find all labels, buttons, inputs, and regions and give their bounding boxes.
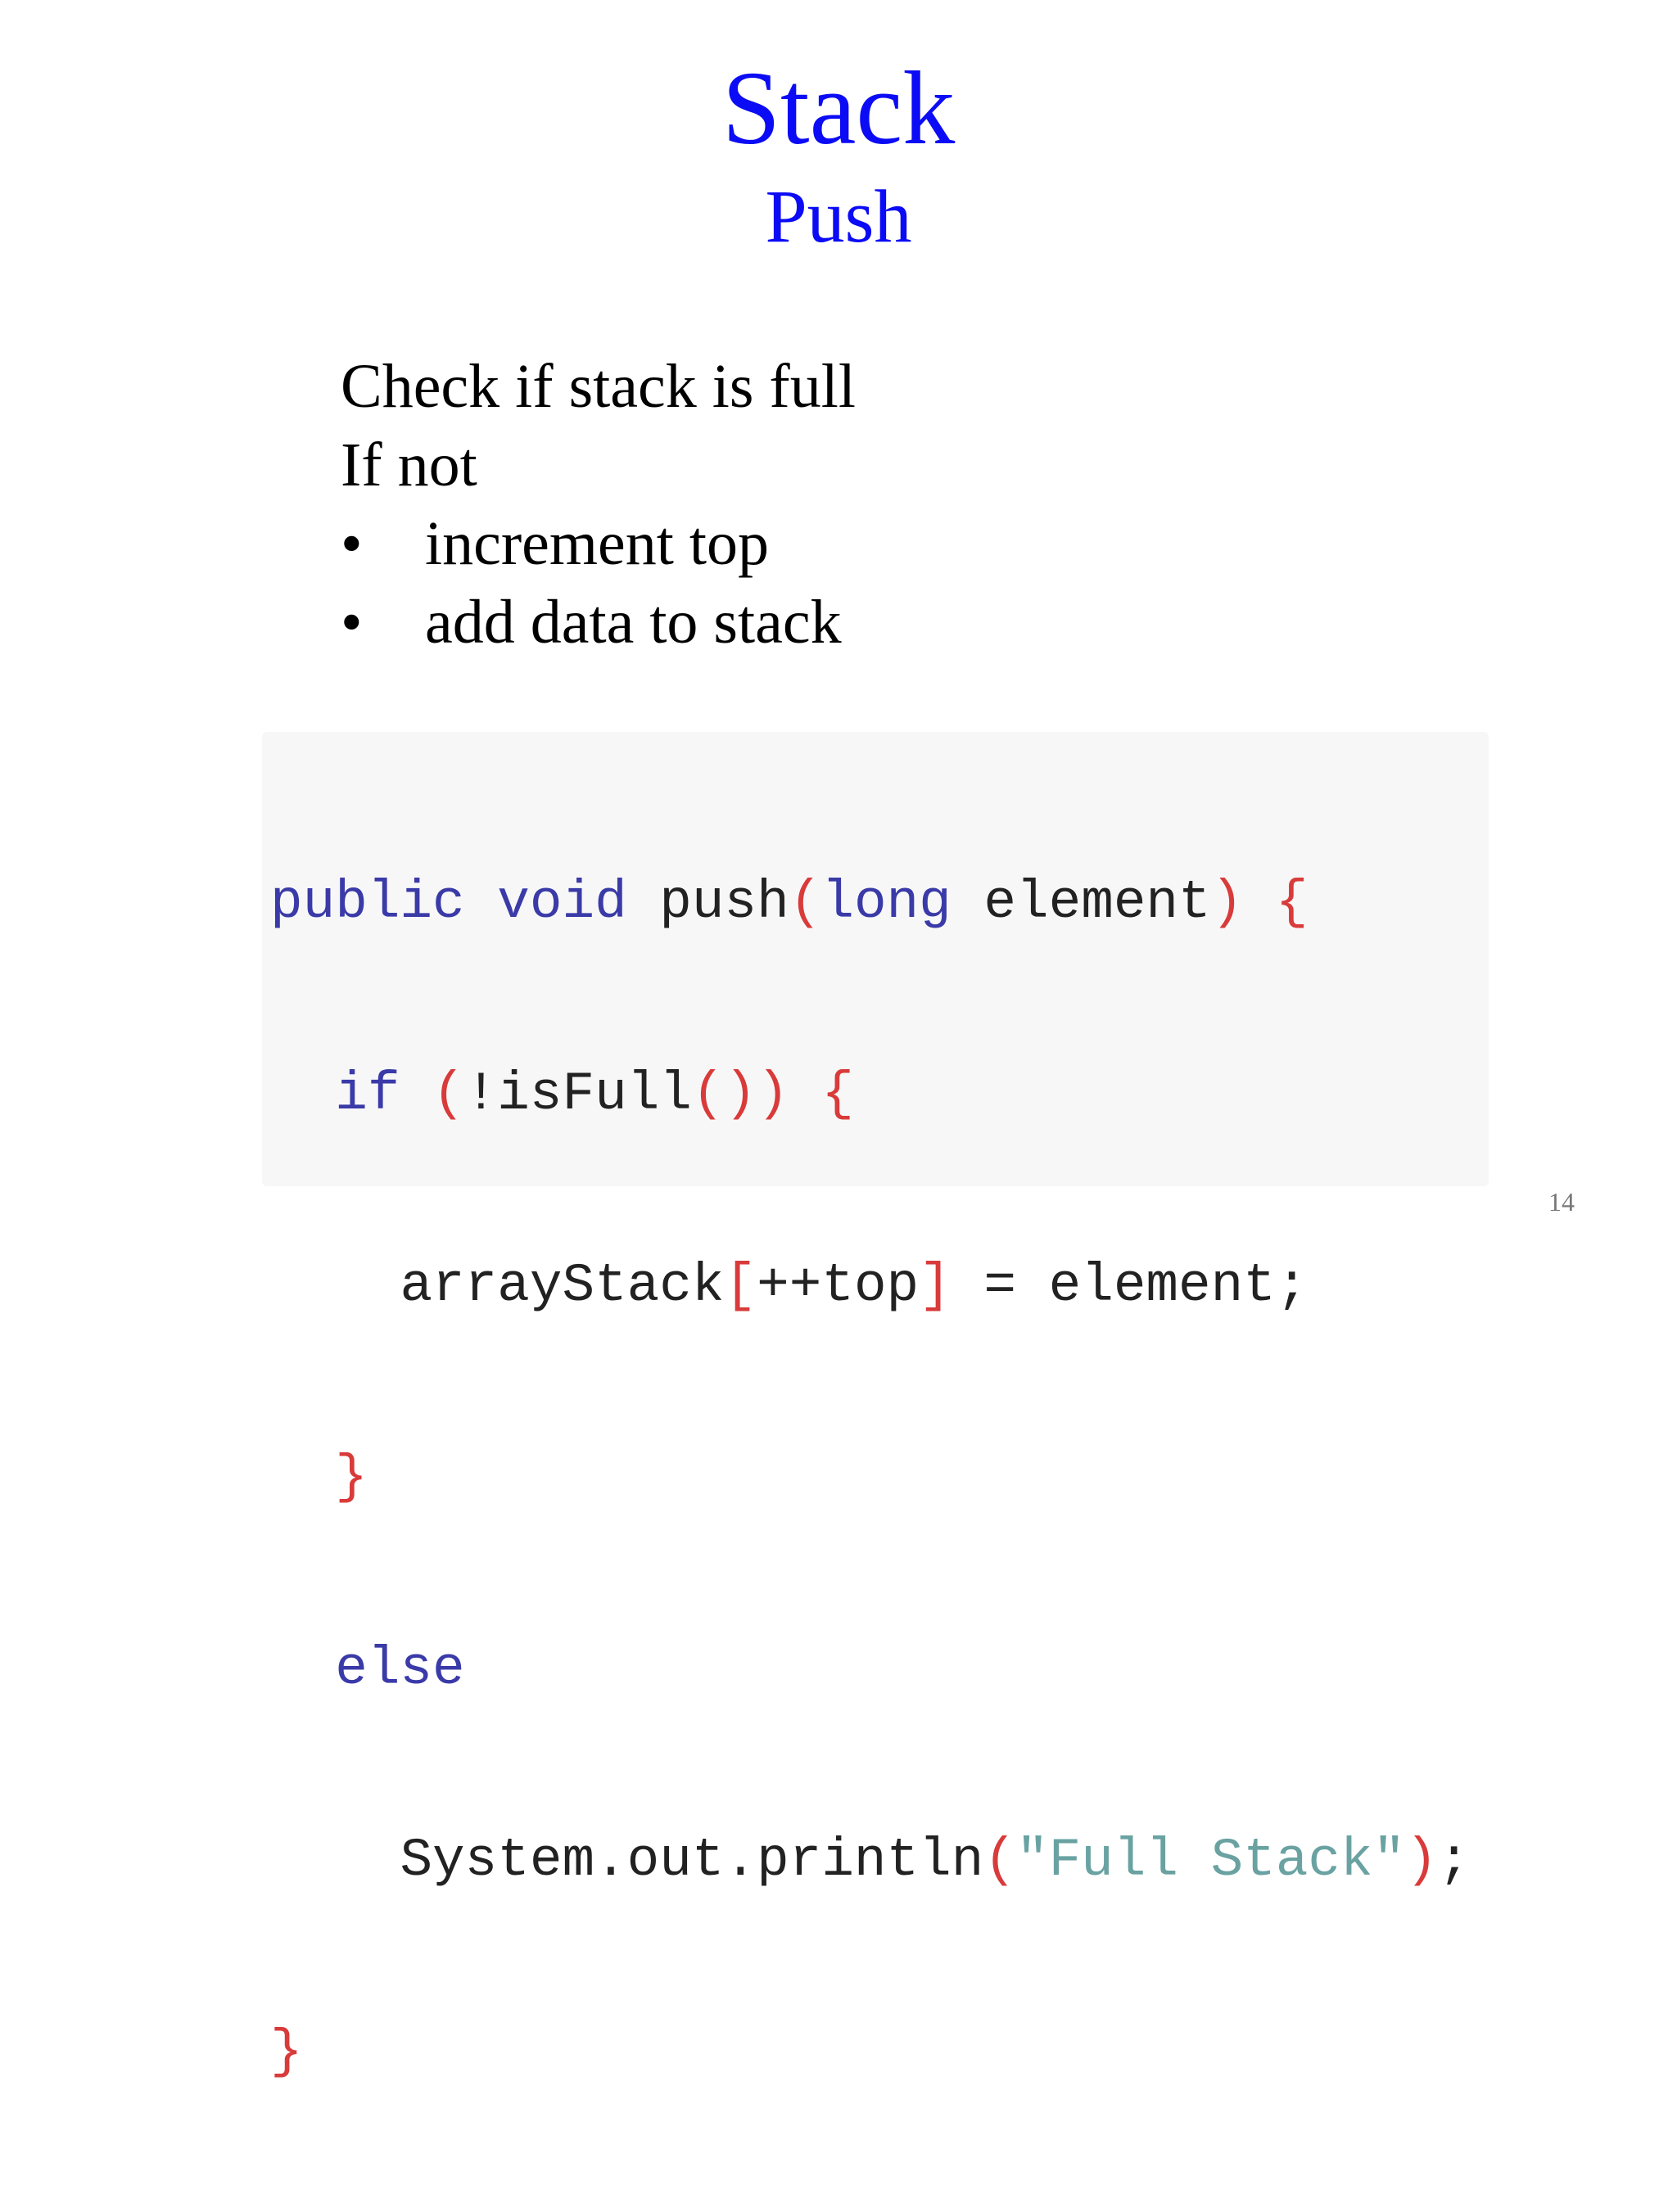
slide-subtitle: Push (765, 174, 912, 258)
body-line-check-full: Check if stack is full (341, 352, 856, 421)
code-token: [ (724, 1255, 757, 1316)
code-token (789, 1063, 822, 1125)
code-token: = element; (951, 1255, 1309, 1316)
code-token: else (335, 1638, 465, 1700)
code-token (1243, 872, 1276, 933)
code-token (465, 872, 498, 933)
code-token: public (270, 872, 465, 933)
code-indent (270, 1255, 400, 1316)
code-line-7: } (270, 2020, 1470, 2084)
slide: Stack Push Check if stack is full If not… (262, 50, 1575, 2083)
code-line-3: arrayStack[++top] = element; (270, 1254, 1470, 1318)
code-token (400, 1063, 432, 1125)
code-snippet-panel (262, 732, 1489, 1186)
code-token: ] (919, 1255, 952, 1316)
code-snippet: public void push(long element) { if (!is… (270, 743, 1470, 2212)
code-indent (270, 1447, 335, 1508)
code-token: ()) (691, 1063, 789, 1125)
code-line-2: if (!isFull()) { (270, 1063, 1470, 1126)
code-token: ) (1405, 1830, 1438, 1891)
code-token: ( (983, 1830, 1016, 1891)
code-line-4: } (270, 1446, 1470, 1510)
bullet-text: add data to stack (425, 588, 842, 657)
code-indent (270, 1063, 335, 1125)
code-token: ( (432, 1063, 465, 1125)
code-token: ++top (757, 1255, 920, 1316)
bullet-item-increment-top: • increment top (341, 504, 856, 583)
code-line-1: public void push(long element) { (270, 871, 1470, 935)
body-line-if-not: If not (341, 431, 477, 499)
code-indent (270, 1638, 335, 1700)
code-token: !isFull (464, 1063, 692, 1125)
bullet-text: increment top (425, 509, 769, 578)
page-number: 14 (1548, 1187, 1575, 1217)
code-token: arrayStack (400, 1255, 725, 1316)
code-token: } (335, 1447, 368, 1508)
code-token: long (821, 872, 952, 933)
bullet-dot: • (341, 588, 363, 657)
code-token: push (659, 872, 789, 933)
code-token (952, 872, 984, 933)
code-token: element (983, 872, 1211, 933)
code-token: if (335, 1063, 400, 1125)
code-token: } (270, 2021, 303, 2083)
code-token (627, 872, 660, 933)
bullet-dot: • (341, 509, 363, 578)
code-token: ( (789, 872, 822, 933)
code-token: { (1275, 872, 1309, 933)
code-line-6: System.out.println("Full Stack"); (270, 1829, 1470, 1893)
code-token: void (497, 872, 627, 933)
code-token: { (821, 1063, 854, 1125)
slide-body: Check if stack is full If not • incremen… (341, 347, 856, 661)
code-token: ; (1437, 1830, 1471, 1891)
code-line-5: else (270, 1637, 1470, 1701)
code-token: "Full Stack" (1015, 1830, 1406, 1891)
bullet-item-add-data: • add data to stack (341, 583, 856, 661)
code-indent (270, 1830, 400, 1891)
code-token: System.out.println (400, 1830, 984, 1891)
slide-title: Stack (721, 50, 956, 166)
code-token: ) (1210, 872, 1244, 933)
